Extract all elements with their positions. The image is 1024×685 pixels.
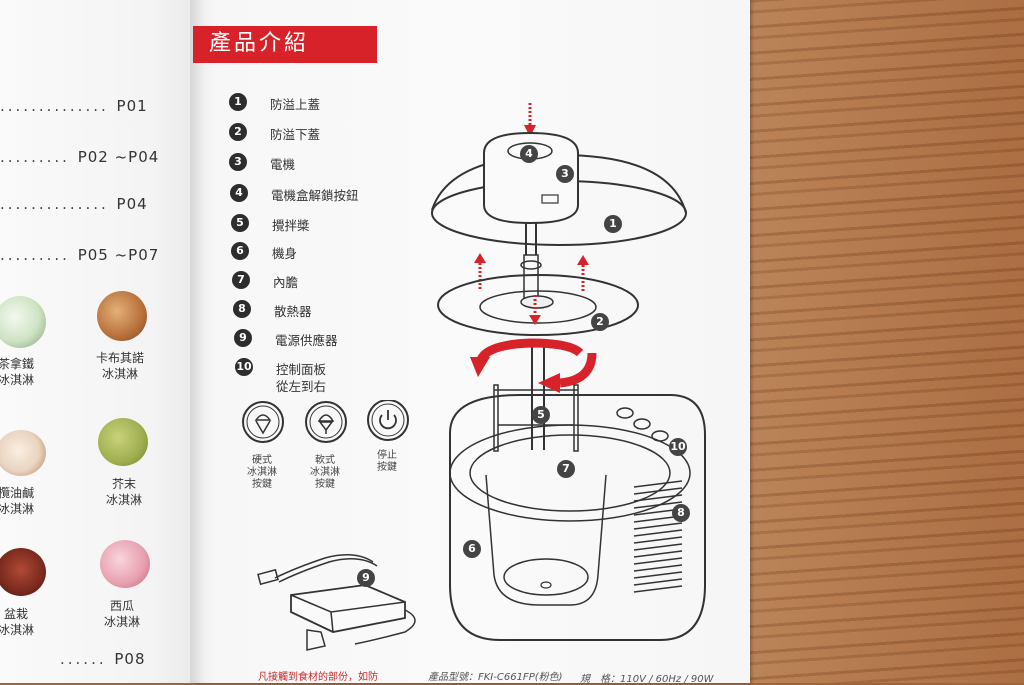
spec-text: 規 格：110V / 60Hz / 90W (580, 674, 714, 685)
part-number-badge: 4 (230, 184, 248, 202)
toc-line: ......... P02 ~P04 (0, 148, 160, 166)
flavor-photo (98, 418, 148, 466)
toc-page: P01 (116, 97, 148, 115)
arrow-up-icon (577, 255, 589, 291)
diagram-callout: 2 (591, 313, 609, 331)
part-label: 散熱器 (274, 304, 312, 319)
diagram-callout: 10 (669, 438, 687, 456)
toc-page: P05 ~P07 (77, 246, 160, 264)
arrow-up-icon (474, 253, 486, 291)
toc-page: P02 ~P04 (77, 148, 160, 166)
radiator-vent (633, 480, 683, 593)
flavor-photo (0, 548, 46, 596)
toc-page: P04 (116, 195, 148, 213)
part-label: 內膽 (273, 275, 299, 290)
toc-line: .............. P04 (0, 195, 148, 213)
toc-line: ......... P05 ~P07 (0, 246, 160, 264)
power-icon (367, 400, 409, 441)
control-icons-row (242, 400, 409, 443)
arrow-down-icon (529, 295, 541, 325)
arrow-down-icon (524, 103, 536, 137)
rotate-arrow-icon (470, 338, 597, 393)
toc-line: .............. P01 (0, 97, 148, 115)
part-number-badge: 9 (234, 329, 252, 347)
model-number: 產品型號：FKI-C661FP(粉色) (428, 672, 563, 683)
diagram-callout: 6 (463, 540, 481, 558)
soft-ice-cream-icon (305, 401, 347, 443)
left-page: .............. P01 ......... P02 ~P04 ..… (0, 0, 212, 683)
flavor-photo (97, 291, 147, 341)
part-label: 電機盒解鎖按鈕 (271, 188, 359, 203)
part-label: 攪拌槳 (272, 218, 310, 233)
flavor-label: 芥末冰淇淋 (106, 477, 143, 507)
section-title-bar (193, 26, 377, 63)
hard-ice-cream-icon (242, 401, 284, 443)
part-number-badge: 2 (229, 123, 247, 141)
part-sublabel: 從左到右 (276, 379, 327, 394)
flavor-label: 西瓜冰淇淋 (104, 599, 141, 629)
flavor-label: 茶拿鐵冰淇淋 (0, 357, 35, 387)
part-number-badge: 6 (231, 242, 249, 260)
part-label: 電機 (270, 157, 296, 172)
flavor-label: 盆栽冰淇淋 (0, 607, 35, 637)
part-label: 控制面板 (276, 362, 327, 377)
part-label: 防溢下蓋 (270, 127, 321, 142)
diagram-callout: 4 (520, 145, 538, 163)
part-number-badge: 7 (232, 271, 250, 289)
section-title: 產品介紹 (209, 31, 310, 56)
button-caption: 停止按鍵 (377, 450, 397, 473)
diagram-callout: 1 (604, 215, 622, 233)
toc-line: ...... P08 (60, 650, 146, 668)
right-page (192, 0, 750, 683)
diagram-callout: 3 (556, 165, 574, 183)
flavor-photo (100, 540, 150, 588)
warning-text: 凡接觸到食材的部份，如防 (258, 672, 378, 683)
power-adapter-diagram (257, 554, 416, 651)
diagram-callout: 5 (532, 406, 550, 424)
toc-page: P08 (114, 650, 146, 668)
part-number-badge: 8 (233, 300, 251, 318)
diagram-callout: 7 (557, 460, 575, 478)
part-label: 機身 (272, 246, 298, 261)
flavor-label: 卡布其諾冰淇淋 (96, 351, 145, 381)
part-label: 防溢上蓋 (270, 97, 321, 112)
part-number-badge: 5 (231, 214, 249, 232)
flavor-photo (0, 430, 46, 476)
part-label: 電源供應器 (275, 333, 338, 348)
flavor-label: 欖油鹹冰淇淋 (0, 486, 35, 516)
part-number-badge: 1 (229, 93, 247, 111)
diagram-callout: 9 (357, 569, 375, 587)
part-number-badge: 3 (229, 153, 247, 171)
diagram-callout: 8 (672, 504, 690, 522)
flavor-photo (0, 296, 46, 348)
button-caption: 軟式冰淇淋按鍵 (310, 455, 340, 490)
page-fold-shadow (190, 0, 214, 683)
product-exploded-diagram (431, 103, 706, 641)
button-caption: 硬式冰淇淋按鍵 (247, 455, 277, 490)
part-number-badge: 10 (235, 358, 253, 376)
